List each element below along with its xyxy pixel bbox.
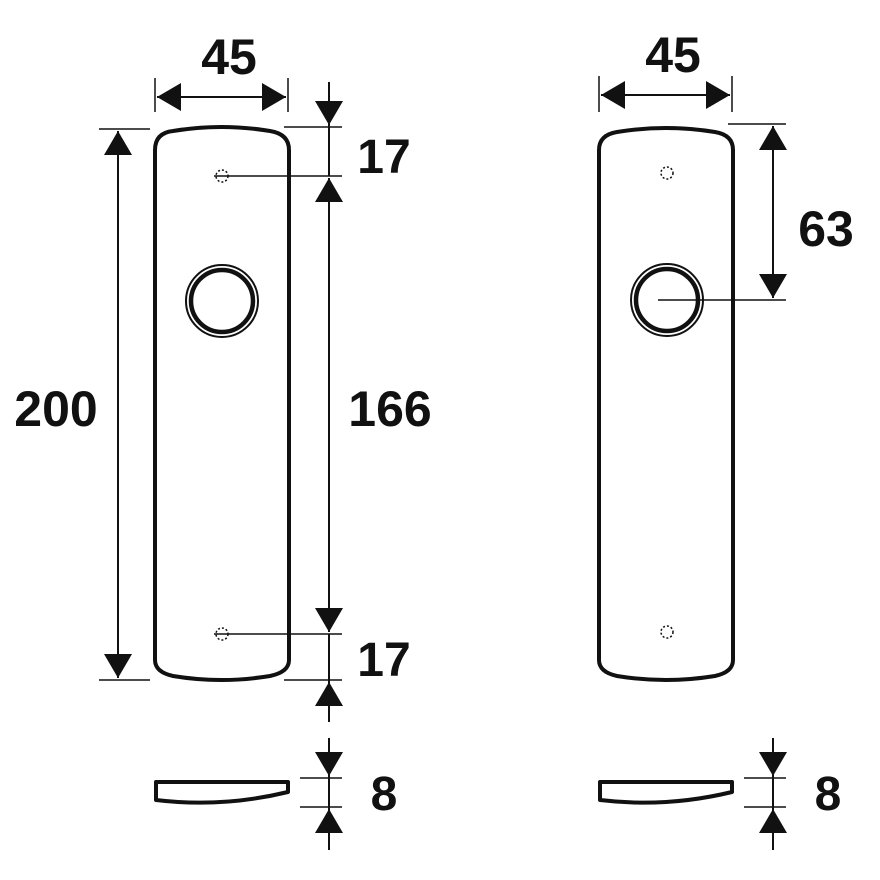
left-spindle-hole: [185, 264, 259, 338]
right-width-dimension: [598, 76, 733, 112]
right-thickness-label: 8: [815, 768, 842, 821]
left-hole-spacing-label: 166: [348, 381, 431, 437]
left-width-label: 45: [201, 29, 257, 85]
left-top-offset-label: 17: [357, 131, 410, 184]
right-plate-outline: [597, 126, 735, 682]
right-top-screw-hole: [660, 166, 674, 180]
left-width-dimension: [154, 78, 289, 112]
left-height-label: 200: [14, 381, 97, 437]
left-height-dimension: [99, 128, 150, 681]
left-thickness-dimension: [300, 738, 343, 850]
right-center-offset-dimension: [658, 123, 787, 301]
left-plate: [153, 125, 291, 682]
left-side-profile: [154, 780, 290, 805]
right-center-offset-label: 63: [798, 201, 854, 257]
right-plate: [597, 126, 735, 682]
left-plate-outline: [153, 125, 291, 682]
left-bottom-offset-dimension: [214, 633, 343, 722]
left-top-offset-dimension: [214, 82, 343, 177]
right-thickness-dimension: [744, 738, 787, 850]
right-width-label: 45: [645, 27, 701, 83]
right-bottom-screw-hole: [660, 625, 674, 639]
left-thickness-label: 8: [371, 768, 398, 821]
right-side-profile: [598, 780, 734, 805]
left-bottom-offset-label: 17: [357, 634, 410, 687]
